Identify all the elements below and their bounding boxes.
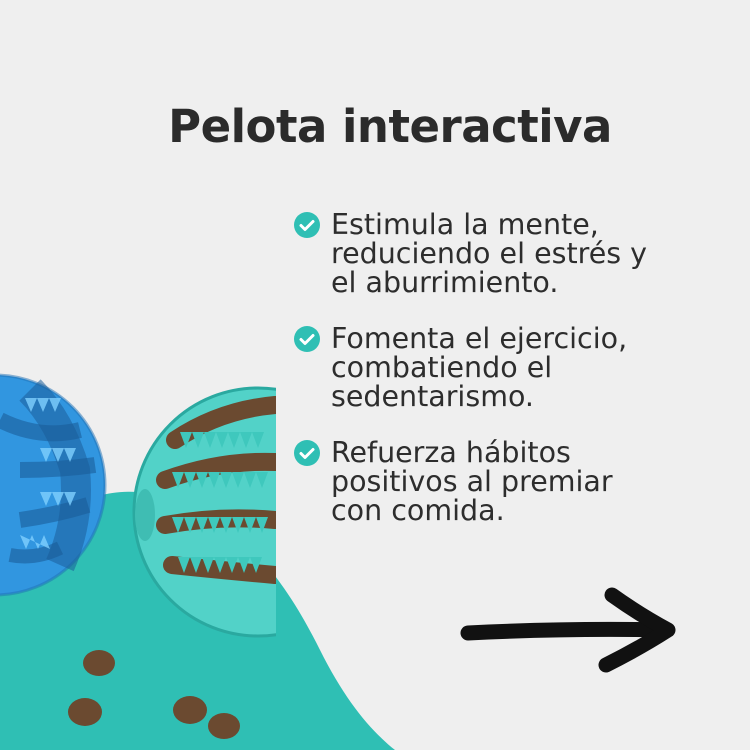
benefit-text-line: Fomenta el ejercicio, [331,322,628,355]
check-circle-icon [294,326,320,352]
benefit-text-line: Estimula la mente, [331,208,599,241]
benefit-text-line: combatiendo el [331,351,553,384]
treats-image [68,650,240,739]
benefit-item: Fomenta el ejercicio, combatiendo el sed… [294,324,744,411]
benefits-list: Estimula la mente, reduciendo el estrés … [294,210,744,552]
arrow-right-icon [460,587,676,673]
benefit-text-line: el aburrimiento. [331,266,559,299]
benefit-item: Estimula la mente, reduciendo el estrés … [294,210,744,297]
page-title: Pelota interactiva [168,100,612,153]
benefit-text-line: positivos al premiar [331,465,613,498]
blue-ball-image [0,373,107,597]
benefit-text-line: reduciendo el estrés y [331,237,648,270]
benefit-text-line: Refuerza hábitos [331,436,571,469]
check-circle-icon [294,440,320,466]
teal-ball-image [132,386,276,638]
benefit-text-line: sedentarismo. [331,380,534,413]
benefit-text-line: con comida. [331,494,505,527]
benefit-item: Refuerza hábitos positivos al premiar co… [294,438,744,525]
check-circle-icon [294,212,320,238]
